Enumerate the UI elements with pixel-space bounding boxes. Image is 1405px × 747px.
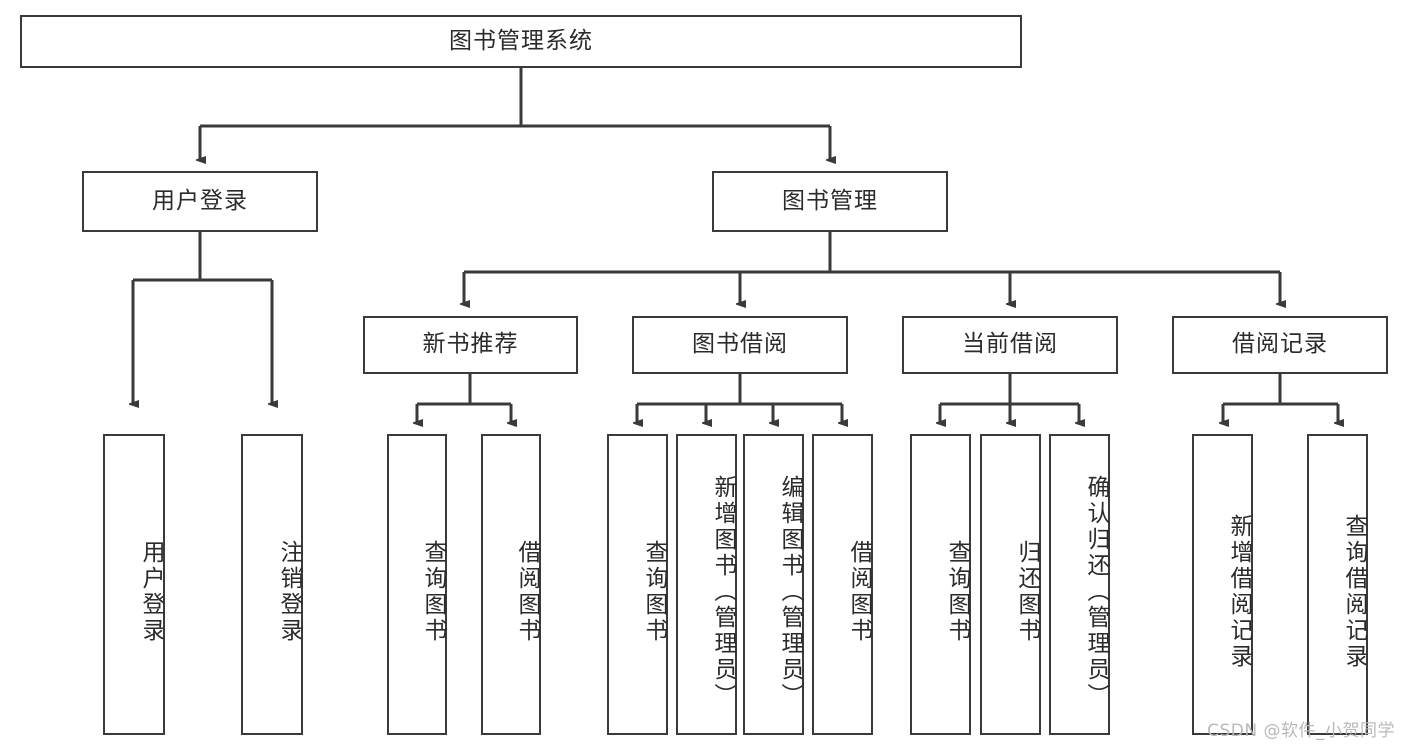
node-leaf-edit-book[interactable]: 编辑图书（管理员）: [743, 434, 804, 735]
node-label: 归还图书: [1014, 539, 1040, 644]
node-label: 编辑图书（管理员）: [777, 474, 803, 709]
node-leaf-add-book[interactable]: 新增图书（管理员）: [676, 434, 737, 735]
node-leaf-query-book-current[interactable]: 查询图书: [910, 434, 971, 735]
node-label: 用户登录: [152, 187, 248, 214]
node-leaf-query-book-recommend[interactable]: 查询图书: [387, 434, 447, 735]
watermark-text: CSDN @软件_小贺同学: [1207, 721, 1395, 741]
node-user-login[interactable]: 用户登录: [82, 171, 318, 232]
node-leaf-logout-login[interactable]: 注销登录: [241, 434, 303, 735]
node-leaf-confirm-return[interactable]: 确认归还（管理员）: [1049, 434, 1110, 735]
node-label: 新增借阅记录: [1226, 513, 1252, 670]
node-leaf-borrow-book[interactable]: 借阅图书: [812, 434, 873, 735]
node-label: 图书管理系统: [449, 27, 593, 54]
node-label: 图书管理: [782, 187, 878, 214]
node-label: 用户登录: [138, 539, 164, 644]
node-label: 新增图书（管理员）: [710, 474, 736, 709]
node-leaf-return-book[interactable]: 归还图书: [980, 434, 1041, 735]
node-borrow-record[interactable]: 借阅记录: [1172, 316, 1388, 374]
node-label: 查询借阅记录: [1341, 513, 1367, 670]
node-label: 新书推荐: [422, 331, 519, 358]
node-root-book-management-system[interactable]: 图书管理系统: [20, 15, 1022, 68]
node-label: 图书借阅: [692, 331, 788, 358]
node-book-management[interactable]: 图书管理: [712, 171, 948, 232]
node-label: 查询图书: [944, 539, 970, 644]
node-label: 注销登录: [276, 539, 302, 644]
node-label: 查询图书: [641, 539, 667, 644]
node-label: 确认归还（管理员）: [1083, 474, 1109, 709]
node-book-borrow[interactable]: 图书借阅: [632, 316, 848, 374]
node-label: 当前借阅: [962, 331, 1058, 358]
node-label: 借阅记录: [1232, 331, 1328, 358]
node-leaf-borrow-book-recommend[interactable]: 借阅图书: [481, 434, 541, 735]
node-label: 借阅图书: [514, 539, 540, 644]
node-leaf-user-login[interactable]: 用户登录: [103, 434, 165, 735]
node-leaf-query-book-borrow[interactable]: 查询图书: [607, 434, 668, 735]
node-leaf-add-borrow-record[interactable]: 新增借阅记录: [1192, 434, 1253, 735]
node-leaf-query-borrow-record[interactable]: 查询借阅记录: [1307, 434, 1368, 735]
node-label: 查询图书: [420, 539, 446, 644]
node-label: 借阅图书: [846, 539, 872, 644]
node-new-book-recommend[interactable]: 新书推荐: [363, 316, 578, 374]
node-current-borrow[interactable]: 当前借阅: [902, 316, 1118, 374]
